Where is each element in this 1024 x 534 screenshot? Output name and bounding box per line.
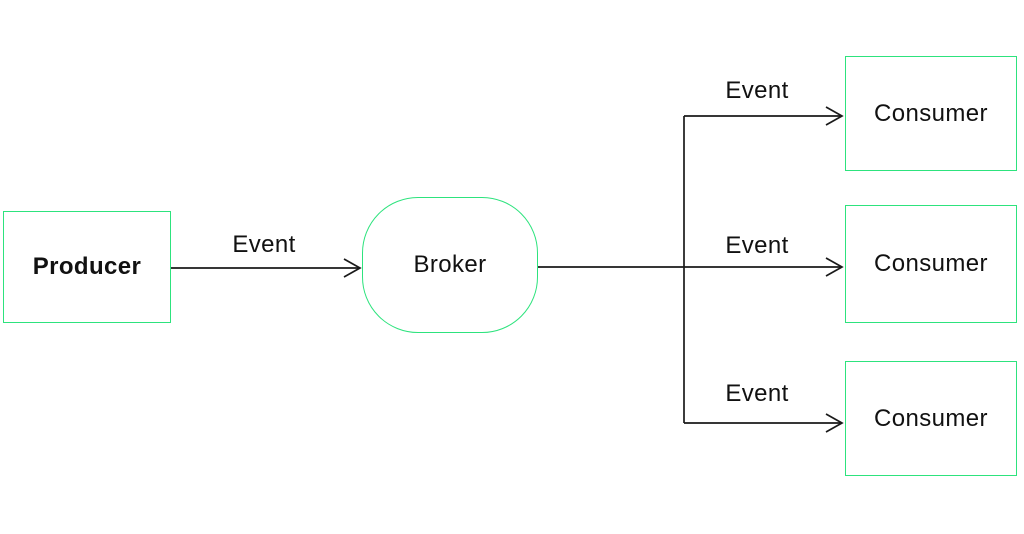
producer-node-label: Producer <box>32 253 142 280</box>
producer-node: Producer <box>3 211 171 323</box>
arrow-broker-to-consumers <box>538 106 844 433</box>
consumer-node-2-label: Consumer <box>874 250 988 277</box>
consumer-node-1: Consumer <box>845 56 1017 171</box>
edge-label-broker-to-consumer-2: Event <box>725 232 789 259</box>
edge-label-broker-to-consumer-3: Event <box>725 380 789 407</box>
consumer-node-1-label: Consumer <box>874 99 988 127</box>
edge-label-broker-to-consumer-1: Event <box>725 77 789 104</box>
consumer-node-2: Consumer <box>845 205 1017 323</box>
edge-label-producer-to-broker: Event <box>232 231 296 258</box>
broker-node-label: Broker <box>413 251 487 278</box>
broker-node: Broker <box>362 197 538 333</box>
arrow-producer-to-broker <box>171 258 362 278</box>
consumer-node-3-label: Consumer <box>874 404 988 432</box>
consumer-node-3: Consumer <box>845 361 1017 476</box>
